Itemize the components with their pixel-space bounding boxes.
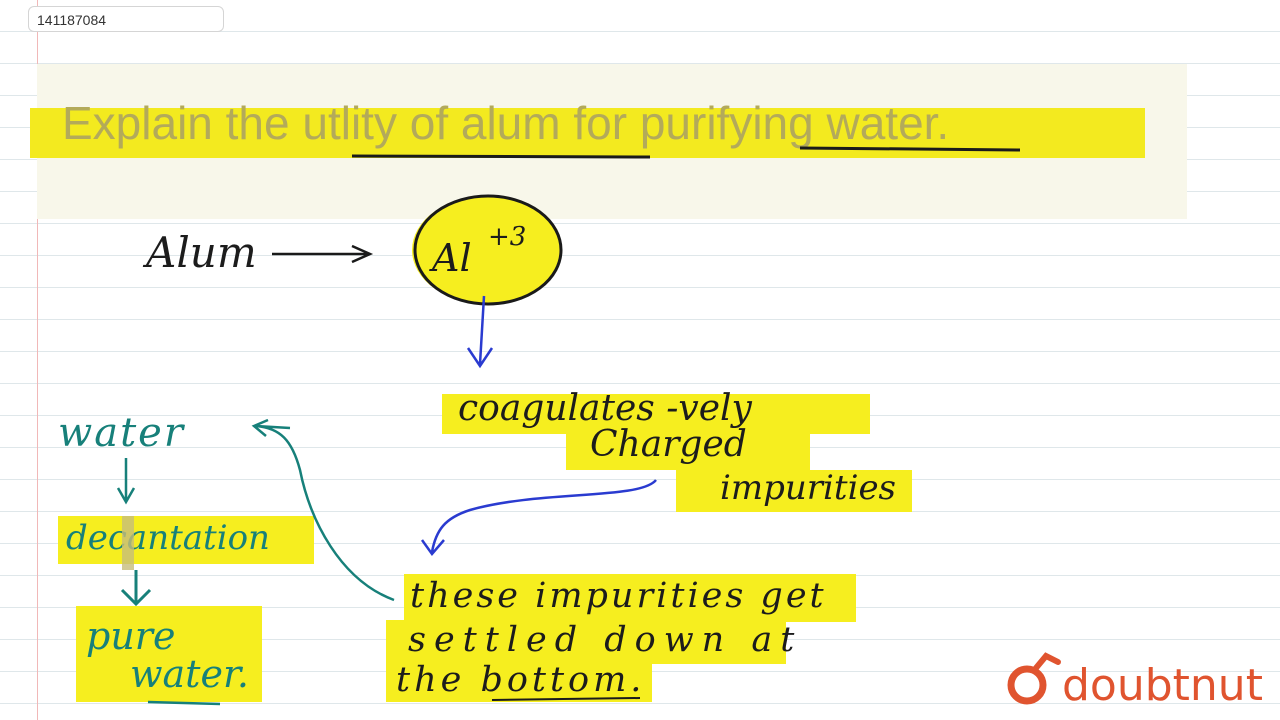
down-arrow-icon [466,295,494,369]
coagulate-line-3: impurities [720,468,897,508]
settle-highlight-2 [386,620,786,664]
settle-line-2: settled down at [408,620,803,660]
decantation-down-arrow-icon [120,570,152,607]
underline-pure-water [147,700,221,706]
underline-bottom [491,697,641,701]
ion-circle-highlight [412,196,562,304]
aluminium-ion-label: Al [432,236,472,280]
settle-line-3: the bottom. [396,660,646,700]
alum-label: Alum [146,228,257,277]
underline-purifying-water [799,146,1021,152]
coagulate-highlight-3 [676,470,912,512]
doubtnut-logo-text: doubtnut [1062,660,1263,711]
doubtnut-logo-icon [1007,652,1061,705]
notebook-margin-line [37,0,38,720]
pure-water-highlight [76,606,262,702]
water-down-arrow-icon [116,458,136,505]
alum-arrow-icon [272,244,374,264]
step-decantation-label: decantation [66,518,270,558]
video-id-badge: 141187084 [28,6,224,32]
ion-charge-label: +3 [488,222,527,252]
coagulate-highlight-2 [566,430,810,470]
decantation-highlight [58,516,314,564]
question-text: Explain the utlity of alum for purifying… [62,97,950,149]
coagulate-line-1: coagulates -vely [458,388,752,429]
return-arrow-icon [251,418,395,602]
ion-circle-outline [413,194,563,306]
curved-arrow-icon [420,479,657,557]
settle-line-1: these impurities get [410,576,827,616]
step-pure-label: pure [86,614,176,658]
coagulate-highlight-1 [442,394,870,434]
underline-utility [351,154,651,159]
settle-highlight-1 [404,574,856,622]
cursor-mark [122,516,134,570]
coagulate-line-2: Charged [590,424,747,465]
step-pure-water-label: water. [130,652,250,696]
step-water-label: water [58,410,185,456]
settle-highlight-3 [386,660,652,702]
video-id-text: 141187084 [37,12,107,28]
